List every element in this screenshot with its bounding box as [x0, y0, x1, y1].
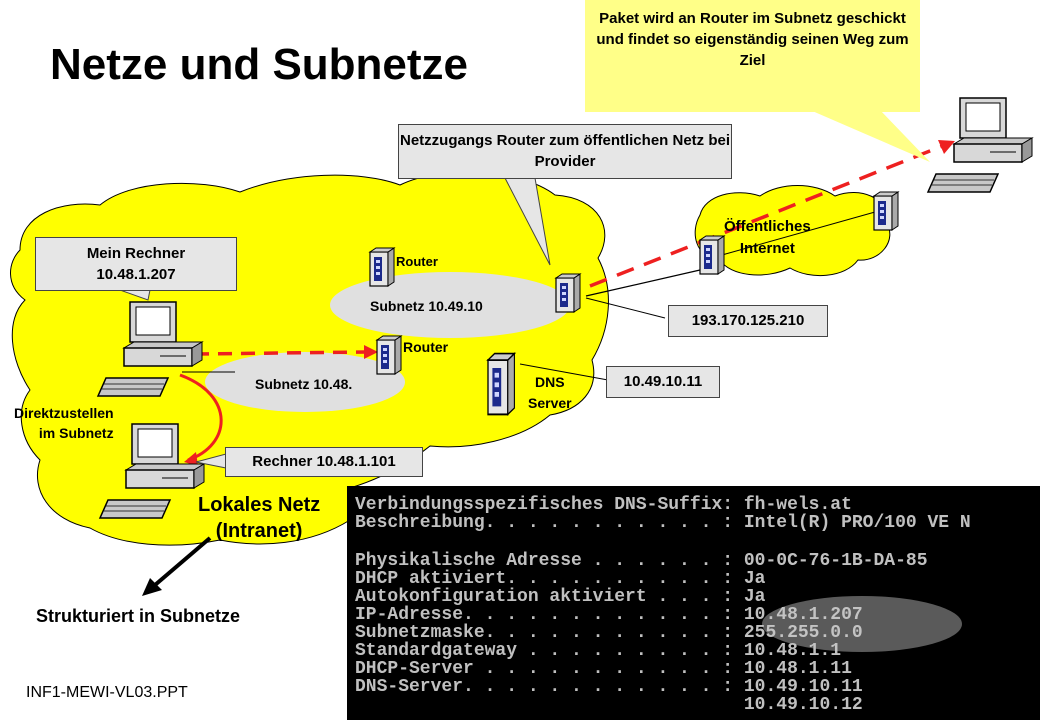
ip-public-callout: 193.170.125.210: [668, 305, 828, 337]
subnet-10-48-ellipse: [205, 352, 405, 412]
netzzugang-callout-text: Netzzugangs Router zum öffentlichen Netz…: [399, 132, 730, 170]
terminal-line: Verbindungsspezifisches DNS-Suffix: fh-w…: [355, 495, 852, 515]
packet-route-arrowhead-1: [364, 345, 378, 359]
mein-rechner-callout-line2: 10.48.1.207: [96, 266, 176, 283]
direct-delivery-arrowhead: [184, 452, 198, 466]
ip-dns-callout: 10.49.10.11: [606, 366, 720, 398]
router-top-icon: [369, 247, 395, 287]
page-title: Netze und Subnetze: [50, 40, 469, 89]
local-network-label: Lokales Netz (Intranet): [198, 492, 320, 544]
packet-route-arrowhead-2: [938, 140, 955, 154]
structure-arrowhead: [142, 578, 162, 596]
dns-server-label: DNS Server: [528, 372, 572, 414]
direct-delivery-arrow: [179, 373, 223, 462]
terminal-line: IP-Adresse. . . . . . . . . . . . : 10.4…: [355, 605, 863, 625]
terminal-line: DHCP aktiviert. . . . . . . . . . : Ja: [355, 569, 766, 589]
terminal-line: Physikalische Adresse . . . . . . : 00-0…: [355, 551, 928, 571]
terminal-line: 10.49.10.12: [355, 695, 863, 715]
paket-callout-text: Paket wird an Router im Subnetz geschick…: [596, 10, 909, 69]
ip-public-callout-text: 193.170.125.210: [691, 312, 805, 329]
rechner2-callout-text: Rechner 10.48.1.101: [252, 453, 396, 470]
mein-rechner-callout: Mein Rechner 10.48.1.207: [35, 237, 237, 291]
paket-callout: Paket wird an Router im Subnetz geschick…: [585, 0, 920, 112]
ip-dns-callout-text: 10.49.10.11: [623, 373, 703, 390]
subnet-10-49-10-ellipse: [330, 272, 570, 338]
dns-line: [519, 363, 609, 381]
terminal-line: Autokonfiguration aktiviert . . . : Ja: [355, 587, 766, 607]
subnet-10-48-label: Subnetz 10.48.: [255, 376, 353, 392]
internet-label-line2: Internet: [739, 240, 795, 257]
internet-label: Öffentliches Internet: [724, 216, 811, 260]
terminal-line: Beschreibung. . . . . . . . . . . : Inte…: [355, 513, 971, 533]
mein-rechner-callout-line1: Mein Rechner: [86, 245, 186, 262]
uplink-line-2: [585, 297, 666, 319]
internet-router-icon: [699, 235, 725, 275]
local-network-label-line2: (Intranet): [215, 520, 303, 542]
terminal-line: DNS-Server. . . . . . . . . . . . : 10.4…: [355, 677, 863, 697]
terminal-line: DHCP-Server . . . . . . . . . . . : 10.4…: [355, 659, 852, 679]
router-mid-icon: [376, 335, 402, 375]
ip-highlight-overlay: [762, 596, 962, 652]
internet-label-line1: Öffentliches: [724, 218, 811, 235]
access-router-icon: [555, 273, 581, 313]
footer-filename: INF1-MEWI-VL03.PPT: [26, 684, 188, 701]
direct-delivery-label-line1: Direktzustellen: [14, 405, 114, 421]
structure-arrow: [153, 536, 212, 587]
packet-route-arrow-2: [589, 143, 946, 288]
remote-router-icon: [873, 191, 899, 231]
direct-delivery-label-line2: im Subnetz: [38, 425, 114, 441]
direct-delivery-label: Direktzustellen im Subnetz: [14, 403, 114, 443]
paket-callout-pointer: [810, 110, 930, 162]
internet-line: [721, 211, 876, 256]
structured-subnets-label: Strukturiert in Subnetze: [36, 606, 241, 626]
packet-route-arrow-1: [194, 350, 369, 356]
rechner2-callout: Rechner 10.48.1.101: [225, 447, 423, 477]
internet-cloud: [694, 185, 891, 277]
dns-server-label-line2: Server: [528, 395, 572, 411]
netzzugang-callout: Netzzugangs Router zum öffentlichen Netz…: [398, 124, 732, 179]
subnet-10-49-10-label: Subnetz 10.49.10: [370, 298, 483, 314]
router-mid-label: Router: [403, 339, 449, 355]
ipconfig-terminal: Verbindungsspezifisches DNS-Suffix: fh-w…: [347, 486, 1040, 720]
dns-server-icon: [487, 352, 516, 416]
router-top-label: Router: [396, 254, 438, 269]
ip-highlight-ellipse: [762, 596, 962, 652]
terminal-line: Subnetzmaske. . . . . . . . . . . : 255.…: [355, 623, 863, 643]
uplink-line-1: [585, 269, 701, 297]
dns-server-label-line1: DNS: [535, 374, 565, 390]
terminal-line: Standardgateway . . . . . . . . . : 10.4…: [355, 641, 842, 661]
local-network-label-line1: Lokales Netz: [198, 494, 321, 516]
